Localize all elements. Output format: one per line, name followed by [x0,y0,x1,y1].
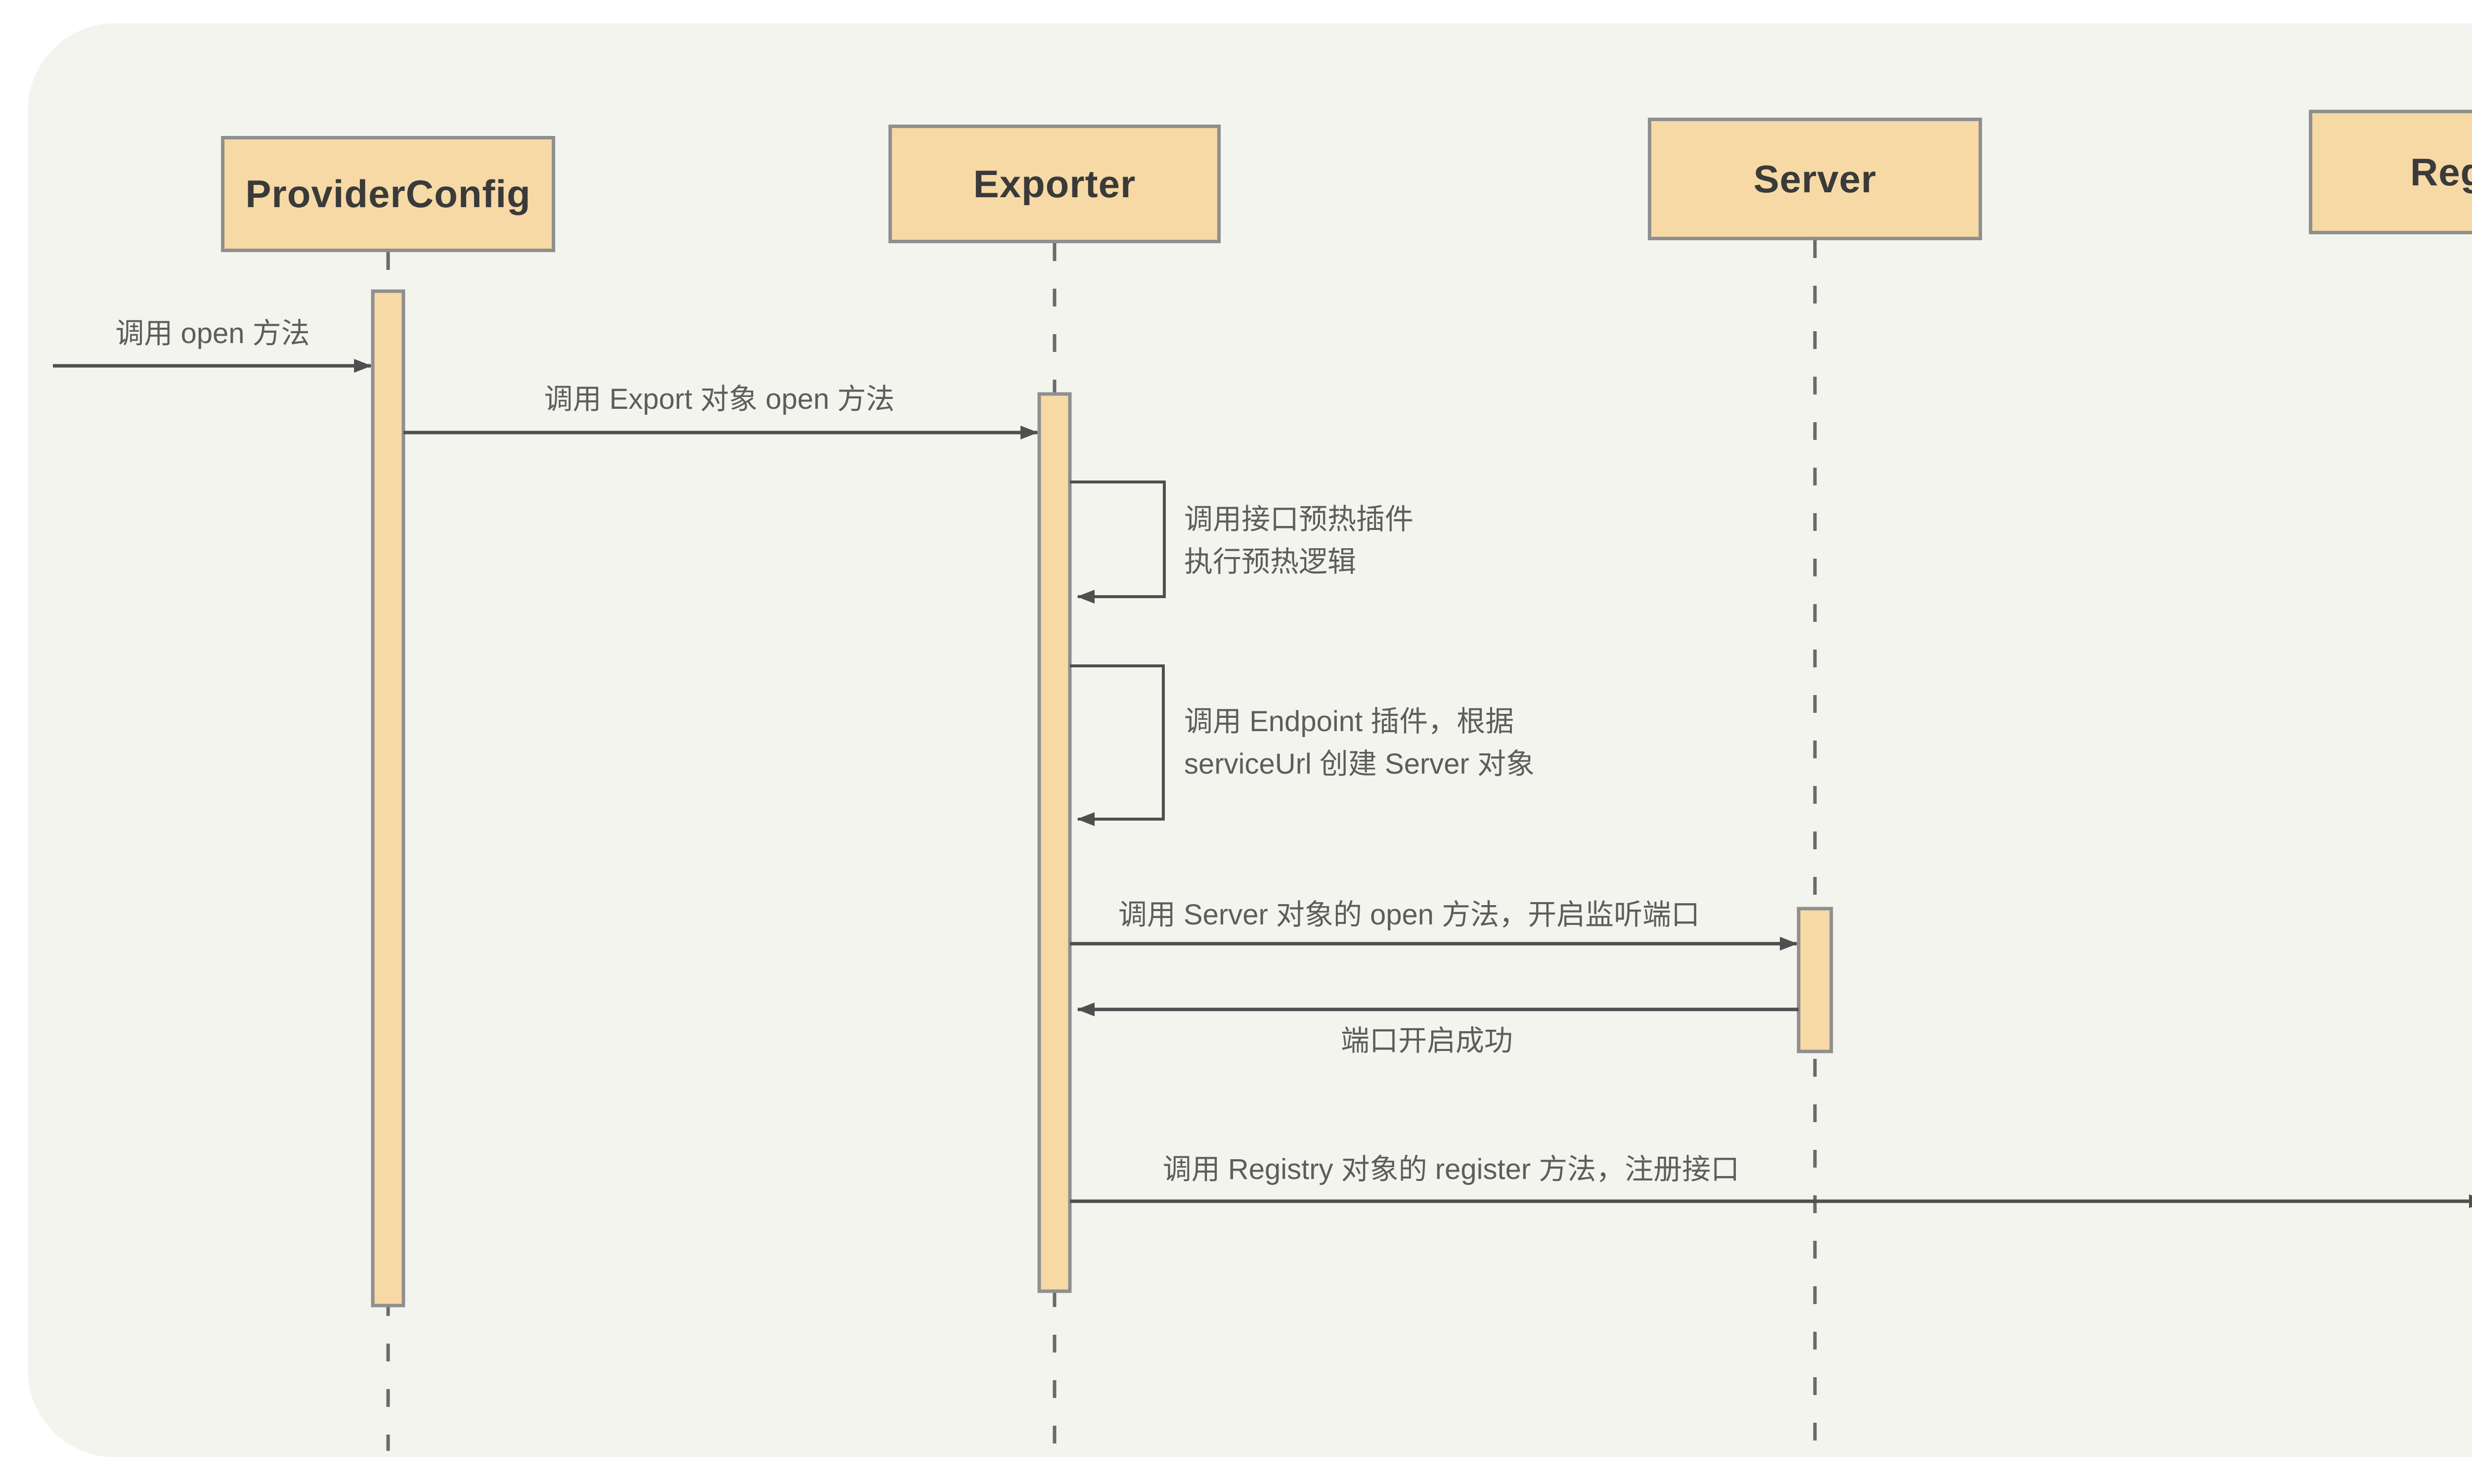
activation-server [1797,907,1833,1053]
message-arrow-3-warmup-self-loop [1070,480,1166,604]
message-3-label: 调用接口预热插件 执行预热逻辑 [1184,503,1414,578]
participant-registry: Registry [2309,110,2472,234]
message-5-label: 调用 Server 对象的 open 方法，开启监听端口 [1118,899,1700,931]
message-1-label: 调用 open 方法 [115,317,310,349]
message-2-label: 调用 Export 对象 open 方法 [544,383,895,415]
participant-server-label: Server [1753,157,1877,201]
message-4-label: 调用 Endpoint 插件，根据 serviceUrl 创建 Server 对… [1184,705,1535,780]
participant-registry-label: Registry [2410,150,2472,194]
message-arrow-4-endpoint-self-loop [1070,664,1165,826]
activation-providerconfig [371,289,405,1308]
message-6-label: 端口开启成功 [1340,1025,1513,1057]
participant-server: Server [1648,118,1982,240]
participant-providerconfig-label: ProviderConfig [245,172,531,216]
diagram-card-background [28,24,2472,1457]
message-7-label: 调用 Registry 对象的 register 方法，注册接口 [1162,1153,1740,1185]
participant-providerconfig: ProviderConfig [221,136,555,252]
participant-exporter: Exporter [888,125,1221,243]
activation-exporter [1037,392,1072,1293]
participant-exporter-label: Exporter [973,162,1136,206]
